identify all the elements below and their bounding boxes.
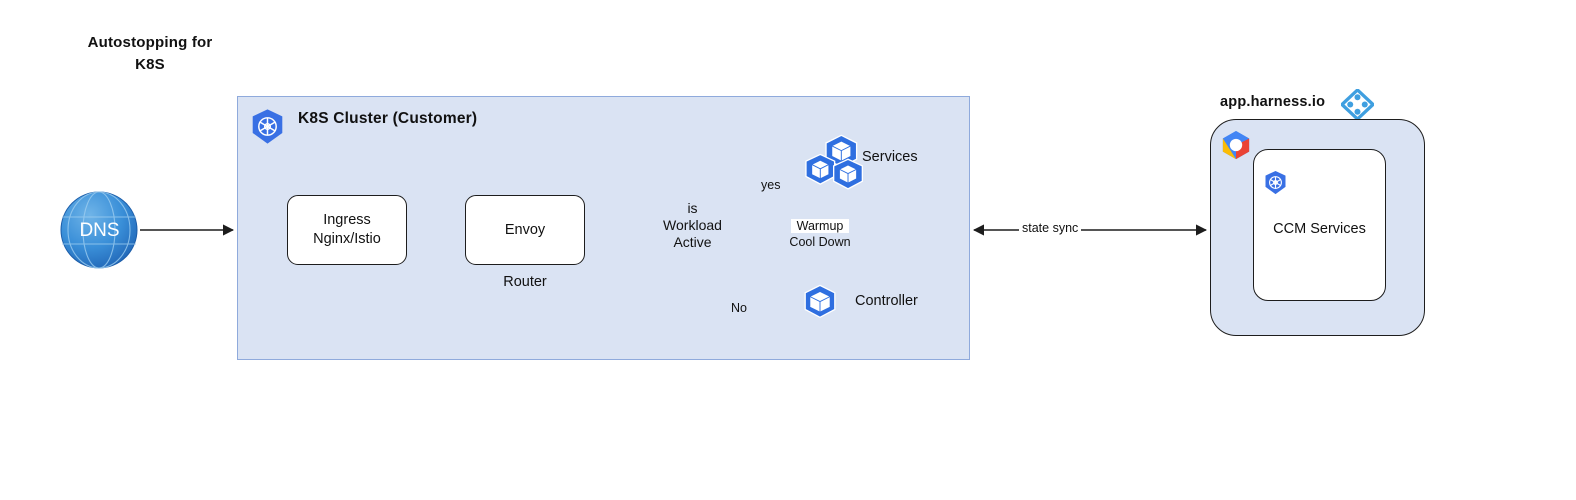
dns-globe-icon: [60, 191, 138, 269]
decision-label-line3: Active: [673, 234, 712, 251]
edge-label-state-sync: state sync: [1019, 221, 1082, 235]
dns-node[interactable]: DNS: [61, 192, 138, 269]
decision-label: is Workload Active: [645, 200, 740, 251]
kubernetes-icon: [252, 109, 283, 144]
envoy-node[interactable]: Envoy: [465, 195, 585, 265]
decision-label-line1: is: [687, 200, 698, 216]
ingress-label-line2: Nginx/Istio: [313, 231, 381, 247]
page-title: Autostopping for K8S: [30, 32, 270, 76]
page-title-line2: K8S: [135, 55, 165, 73]
services-label: Services: [862, 149, 918, 165]
edge-label-yes: yes: [761, 178, 781, 192]
cluster-title: K8S Cluster (Customer): [298, 110, 478, 127]
ccm-services-label: CCM Services: [1273, 221, 1366, 237]
edge-label-warmup: Warmup: [791, 219, 849, 233]
controller-label: Controller: [855, 293, 918, 309]
ingress-label-line1: Ingress: [323, 212, 371, 229]
google-cloud-icon: [1222, 130, 1250, 160]
edge-label-no: No: [731, 301, 747, 315]
router-caption: Router: [503, 274, 547, 290]
kubernetes-icon: [1265, 170, 1286, 195]
harness-logo-icon: [1341, 89, 1374, 120]
harness-title: app.harness.io: [1220, 94, 1326, 110]
controller-cube-icon: [804, 284, 836, 319]
ingress-node[interactable]: Ingress Nginx/Istio: [287, 195, 407, 265]
envoy-label: Envoy: [504, 221, 546, 238]
services-cubes-icon: [805, 134, 864, 190]
page-title-line1: Autostopping for: [87, 34, 213, 51]
decision-label-line2: Workload: [663, 217, 722, 234]
edge-label-cooldown: Cool Down: [789, 235, 851, 249]
dns-label: DNS: [79, 219, 120, 241]
